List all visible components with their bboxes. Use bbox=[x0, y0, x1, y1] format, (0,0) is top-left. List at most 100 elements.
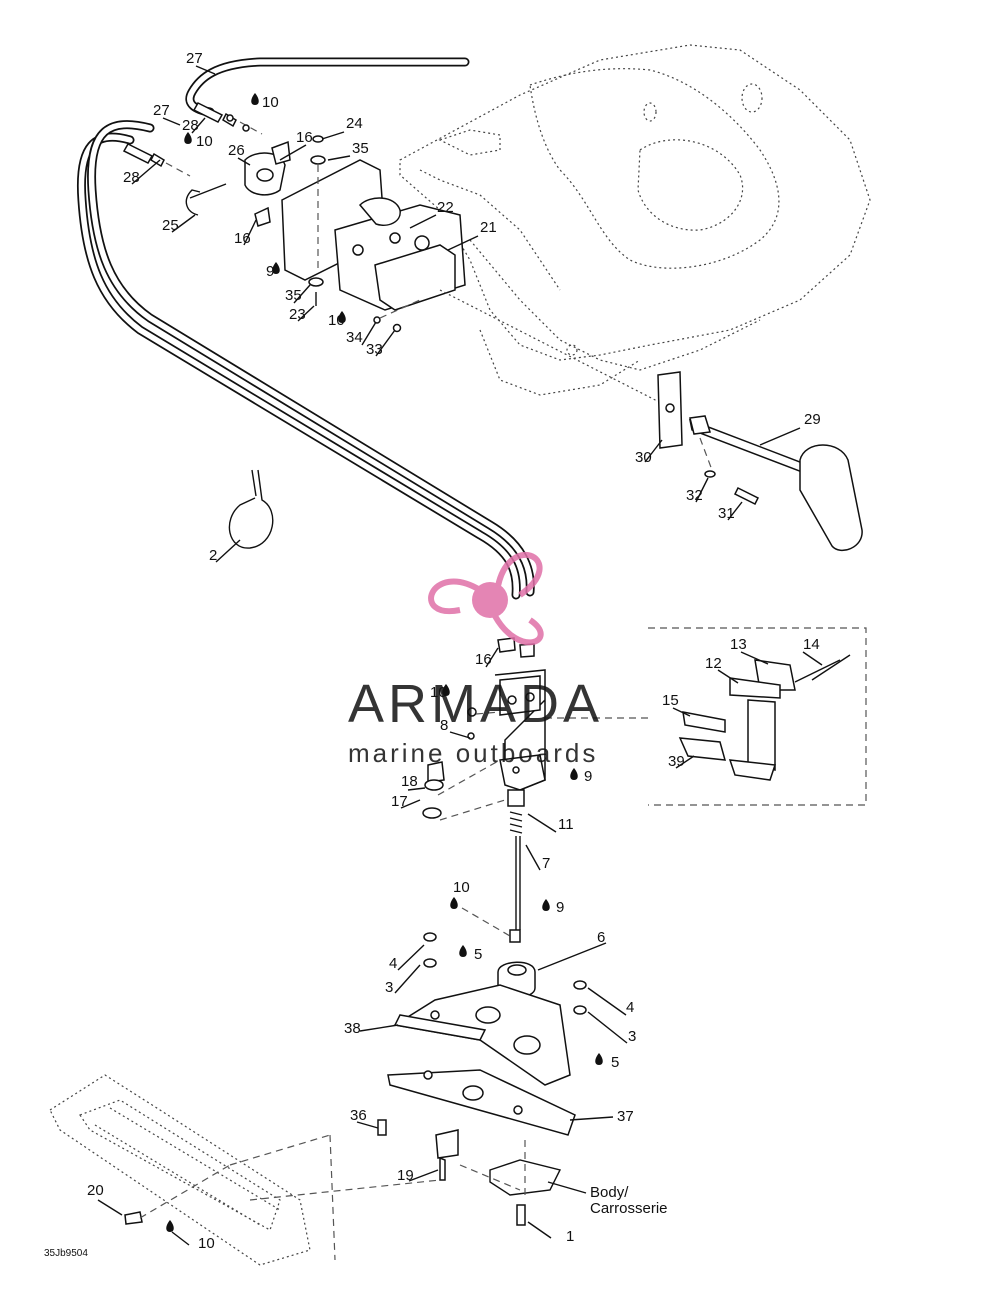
leader-line-5 bbox=[321, 131, 345, 140]
grease-drop-icon bbox=[184, 132, 192, 144]
grease-drop-icon bbox=[251, 93, 259, 105]
callout-c28a: 28 bbox=[182, 117, 199, 134]
foot-well bbox=[49, 1074, 441, 1266]
leader-line-11 bbox=[447, 235, 479, 251]
leader-line-43 bbox=[171, 1231, 190, 1246]
callout-c10a: 10 bbox=[262, 94, 279, 111]
callout-c19: 19 bbox=[397, 1167, 414, 1184]
grease-drop-icon bbox=[450, 897, 458, 909]
pedal-plates bbox=[377, 932, 587, 1226]
callout-c38: 38 bbox=[344, 1020, 361, 1037]
cable-support-bracket bbox=[467, 637, 650, 791]
grease-drop-icons bbox=[166, 93, 603, 1232]
callout-c11: 11 bbox=[558, 816, 574, 833]
leader-line-33 bbox=[397, 944, 425, 971]
callout-c21: 21 bbox=[480, 219, 497, 236]
leader-line-30 bbox=[527, 813, 557, 833]
cable-end-fittings bbox=[122, 102, 263, 177]
callout-c27a: 27 bbox=[186, 50, 203, 67]
callout-c15: 15 bbox=[662, 692, 679, 709]
leader-line-7 bbox=[237, 157, 251, 166]
callout-c32: 32 bbox=[686, 487, 703, 504]
leader-line-16 bbox=[759, 427, 801, 446]
leader-line-25 bbox=[672, 707, 691, 717]
leader-line-23 bbox=[802, 651, 823, 666]
leader-line-13 bbox=[297, 305, 315, 322]
leader-line-9 bbox=[243, 219, 257, 246]
leader-line-15 bbox=[375, 329, 396, 357]
callout-c27b: 27 bbox=[153, 102, 170, 119]
callout-c6: 6 bbox=[597, 929, 605, 946]
leader-line-19 bbox=[727, 501, 743, 521]
callout-c16b: 16 bbox=[234, 230, 251, 247]
grease-drop-icon bbox=[570, 768, 578, 780]
leader-line-21 bbox=[485, 647, 499, 668]
watermark-tagline: marine outboards bbox=[348, 738, 598, 768]
callout-c12: 12 bbox=[705, 655, 722, 672]
throttle-cables bbox=[76, 57, 535, 600]
armada-watermark: ARMADA marine outboards bbox=[348, 552, 603, 768]
grease-drop-icon bbox=[542, 899, 550, 911]
callout-c9c: 9 bbox=[556, 899, 564, 916]
propeller-logo-icon bbox=[428, 552, 544, 646]
leader-line-17 bbox=[644, 439, 663, 463]
callout-c18: 18 bbox=[401, 773, 418, 790]
callout-c25: 25 bbox=[162, 217, 179, 234]
callout-c4b: 4 bbox=[626, 999, 634, 1016]
callout-c36: 36 bbox=[350, 1107, 367, 1124]
leader-line-1 bbox=[162, 117, 181, 126]
leader-line-37 bbox=[587, 1011, 628, 1044]
grease-drop-icon bbox=[166, 1220, 174, 1232]
callout-c26: 26 bbox=[228, 142, 245, 159]
grease-drop-icon bbox=[459, 945, 467, 957]
callout-c34: 34 bbox=[346, 329, 363, 346]
watermark-brand: ARMADA bbox=[348, 674, 603, 734]
grease-drop-icon bbox=[442, 684, 450, 696]
callout-c39: 39 bbox=[668, 753, 685, 770]
callout-c29: 29 bbox=[804, 411, 821, 428]
callout-c35a: 35 bbox=[352, 140, 369, 157]
callout-c5a: 5 bbox=[474, 946, 482, 963]
callout-c4a: 4 bbox=[389, 955, 397, 972]
callout-c3a: 3 bbox=[385, 979, 393, 996]
callout-c10d: 10 bbox=[430, 684, 447, 701]
callout-c20: 20 bbox=[87, 1182, 104, 1199]
throttle-lever-bracket bbox=[185, 135, 666, 406]
cable-tie bbox=[228, 469, 274, 549]
callout-c7: 7 bbox=[542, 855, 550, 872]
throttle-lever bbox=[657, 371, 863, 551]
leader-line-12 bbox=[293, 284, 311, 304]
leader-line-27 bbox=[675, 755, 695, 769]
leader-line-31 bbox=[525, 844, 541, 871]
leader-line-29 bbox=[400, 799, 421, 809]
grease-drop-icon bbox=[338, 311, 346, 323]
leader-line-14 bbox=[361, 321, 377, 346]
grease-drop-icon bbox=[272, 262, 280, 274]
callout-c22: 22 bbox=[437, 199, 454, 216]
callout-c10c: 10 bbox=[328, 312, 345, 329]
leader-line-42 bbox=[527, 1221, 552, 1239]
callout-c8: 8 bbox=[440, 717, 448, 734]
callout-c28b: 28 bbox=[123, 169, 140, 186]
leader-line-32 bbox=[537, 942, 607, 971]
callout-c13: 13 bbox=[730, 636, 747, 653]
leader-line-40 bbox=[408, 1169, 439, 1182]
leader-line-35 bbox=[587, 987, 627, 1016]
callout-c9b: 9 bbox=[584, 768, 592, 785]
callout-c30: 30 bbox=[635, 449, 652, 466]
leader-line-34 bbox=[394, 964, 421, 994]
body-label-line2: Carrosserie bbox=[590, 1200, 668, 1217]
leader-line-8 bbox=[171, 214, 196, 233]
hull-outline bbox=[399, 44, 871, 396]
leader-line-24 bbox=[717, 669, 739, 684]
leader-line-36 bbox=[359, 1024, 399, 1032]
leader-line-38 bbox=[356, 1121, 379, 1129]
drawing-code: 35Jb9504 bbox=[44, 1248, 88, 1259]
leader-line-0 bbox=[195, 65, 216, 75]
callout-c2: 2 bbox=[209, 547, 217, 564]
callout-c24: 24 bbox=[346, 115, 363, 132]
callout-c14: 14 bbox=[803, 636, 820, 653]
leader-line-39 bbox=[569, 1116, 614, 1121]
